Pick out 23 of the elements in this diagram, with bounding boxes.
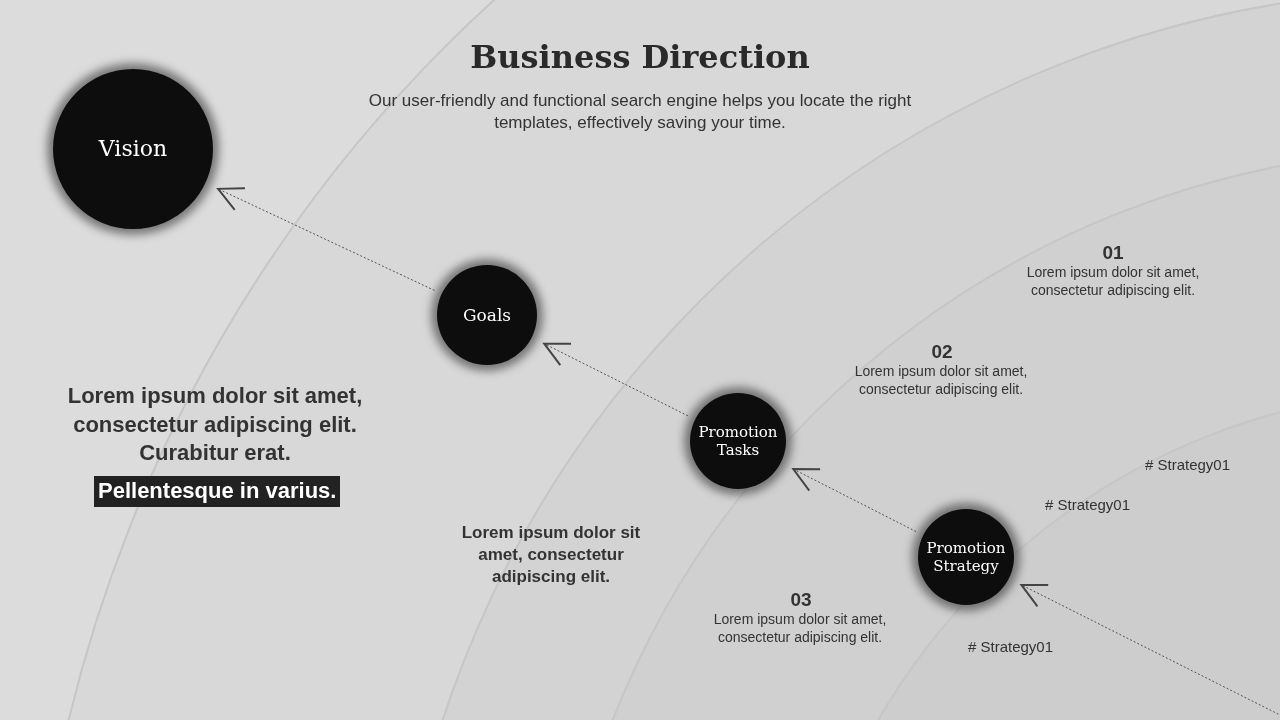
arrow (543, 342, 689, 417)
tag-text: # Strategy01 (1043, 495, 1132, 515)
circle-node (53, 69, 213, 229)
tag-text: # Strategy01 (1143, 455, 1232, 475)
step-number: 01 (1101, 241, 1125, 265)
description: Lorem ipsum dolor sit amet, consectetur adipiscing elit. (712, 610, 888, 647)
node-label: Promotion Strategy (925, 539, 1007, 575)
description: Lorem ipsum dolor sit amet, consectetur adipiscing elit. (460, 522, 642, 589)
arrow (1020, 583, 1280, 717)
tag-text: # Strategy01 (966, 637, 1055, 657)
step-number: 03 (789, 588, 813, 612)
highlight-banner: Pellentesque in varius. (94, 476, 341, 507)
highlight-text: Lorem ipsum dolor sit amet, consectetur adipiscing elit. Curabitur erat. (66, 382, 364, 468)
node-label: Promotion Tasks (697, 423, 779, 459)
subtitle: Our user-friendly and functional search engine helps you locate the right templates, effectively saving your time. (367, 90, 913, 135)
arrow (217, 187, 435, 291)
arrow (792, 468, 917, 533)
node-label: Vision (98, 135, 168, 163)
node-label: Goals (462, 304, 512, 326)
description: Lorem ipsum dolor sit amet, consectetur adipiscing elit. (853, 362, 1029, 399)
description: Lorem ipsum dolor sit amet, consectetur adipiscing elit. (1025, 263, 1201, 300)
title: Business Direction (469, 38, 811, 76)
step-number: 02 (930, 340, 954, 364)
